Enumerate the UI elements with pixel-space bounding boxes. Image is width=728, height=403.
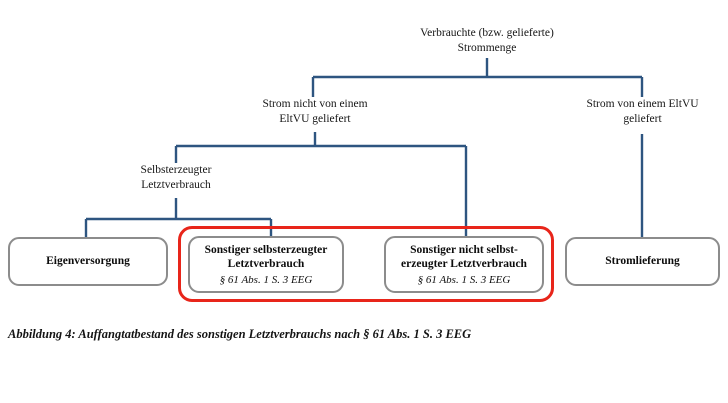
node-not-supplied-label: Strom nicht von einem EltVU geliefert xyxy=(262,98,368,125)
figure-caption: Abbildung 4: Auffangtatbestand des sonst… xyxy=(8,327,472,341)
box-sonstiger-selbsterzeugter[interactable]: Sonstiger selbsterzeugter Letztverbrauch… xyxy=(188,236,344,293)
box-sonstiger-nicht-selbsterzeugter-law: § 61 Abs. 1 S. 3 EEG xyxy=(417,273,511,286)
highlight-frame xyxy=(178,226,554,302)
box-sonstiger-nicht-selbsterzeugter-title: Sonstiger nicht selbst- erzeugter Letztv… xyxy=(401,243,527,271)
node-root-label: Verbrauchte (bzw. gelieferte) Strommenge xyxy=(420,27,554,54)
box-sonstiger-selbsterzeugter-law: § 61 Abs. 1 S. 3 EEG xyxy=(219,273,313,286)
box-eigenversorgung-title: Eigenversorgung xyxy=(46,255,130,268)
box-eigenversorgung[interactable]: Eigenversorgung xyxy=(8,237,168,286)
node-supplied-label: Strom von einem EltVU geliefert xyxy=(586,98,699,125)
box-sonstiger-nicht-selbsterzeugter[interactable]: Sonstiger nicht selbst- erzeugter Letztv… xyxy=(384,236,544,293)
box-stromlieferung[interactable]: Stromlieferung xyxy=(565,237,720,286)
box-stromlieferung-title: Stromlieferung xyxy=(605,255,680,268)
box-sonstiger-selbsterzeugter-title: Sonstiger selbsterzeugter Letztverbrauch xyxy=(204,243,328,271)
node-self-generated-label: Selbsterzeugter Letztverbrauch xyxy=(140,164,212,191)
